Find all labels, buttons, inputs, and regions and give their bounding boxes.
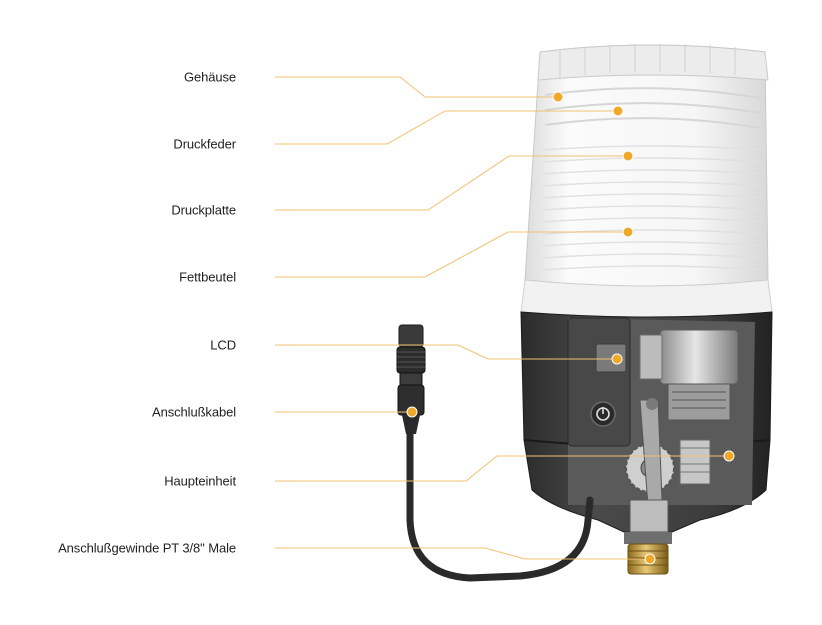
label-druckplatte: Druckplatte (171, 202, 236, 218)
connection-cable (396, 324, 594, 582)
outlet-thread (624, 532, 672, 575)
leader-lines (275, 76, 729, 560)
main-unit (520, 311, 773, 533)
label-anschlusskabel: Anschlußkabel (152, 404, 236, 420)
label-druckfeder: Druckfeder (173, 136, 236, 152)
label-gehaeuse: Gehäuse (183, 69, 236, 85)
label-haupteinheit: Haupteinheit (164, 473, 236, 489)
label-anschlussgewinde: Anschlußgewinde PT 3/8" Male (58, 540, 236, 556)
lcd-screen (595, 343, 627, 373)
housing (520, 44, 773, 318)
marker-dots (406, 91, 735, 565)
label-lcd: LCD (210, 337, 236, 353)
label-fettbeutel: Fettbeutel (179, 269, 236, 285)
